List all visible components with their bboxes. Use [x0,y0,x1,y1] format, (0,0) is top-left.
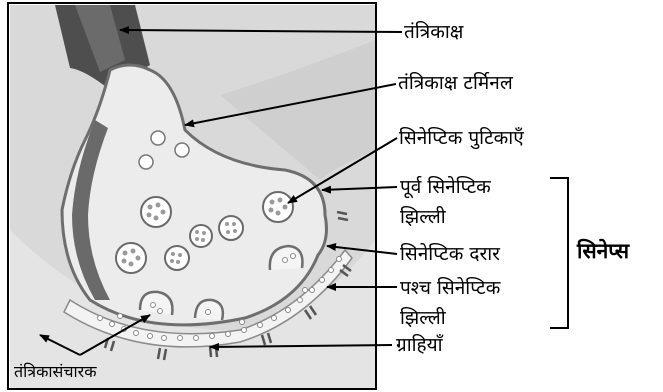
synapse-bracket [550,178,568,328]
label-presynaptic-membrane-line2: झिल्ली [400,206,446,228]
label-receptors: ग्राहियाँ [396,334,443,356]
label-synaptic-cleft: सिनेप्टिक दरार [400,243,500,265]
label-axon-terminal: तंत्रिकाक्ष टर्मिनल [398,72,513,94]
label-synaptic-vesicles: सिनेप्टिक पुटिकाएँ [399,127,524,149]
label-postsynaptic-membrane-line2: झिल्ली [400,307,446,329]
label-presynaptic-membrane-line1: पूर्व सिनेप्टिक [400,176,491,198]
label-axon: तंत्रिकाक्ष [404,21,463,43]
label-postsynaptic-membrane-line1: पश्च सिनेप्टिक [400,277,500,299]
label-synapse: सिनेप्स [577,240,629,262]
label-neurotransmitter: तंत्रिकासंचारक [14,361,96,383]
